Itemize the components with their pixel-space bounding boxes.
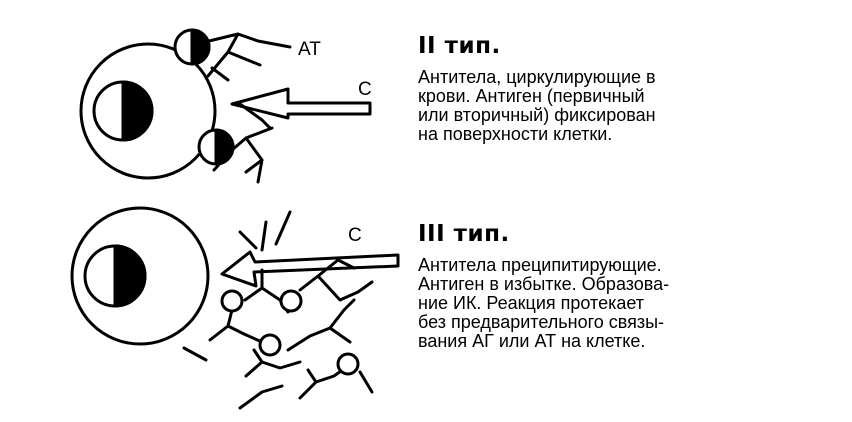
type-iii-label-c: С bbox=[348, 225, 362, 246]
type-ii-panel: II тип. Антитела, циркулирующие в крови.… bbox=[418, 32, 838, 144]
type-ii-label-c: С bbox=[358, 79, 372, 100]
type-iii-title: III тип. bbox=[418, 221, 510, 247]
type-ii-antibody-bottom bbox=[212, 126, 274, 184]
type-ii-illustration bbox=[79, 28, 372, 184]
type-iii-illustration bbox=[70, 206, 400, 410]
type-ii-title: II тип. bbox=[418, 33, 501, 59]
type-ii-label-at: АТ bbox=[298, 39, 321, 60]
type-iii-immune-complex bbox=[182, 210, 374, 410]
type-ii-antibody-top bbox=[206, 32, 292, 78]
type-iii-description: Антитела преципитирующие. Антиген в избы… bbox=[418, 255, 670, 351]
type-ii-antigen-bottom bbox=[197, 128, 235, 166]
type-ii-complement-arrow bbox=[230, 87, 372, 120]
type-ii-antigen-top bbox=[173, 28, 211, 66]
type-iii-cell-nucleus bbox=[83, 244, 147, 308]
type-iii-complement-arrow bbox=[220, 250, 400, 288]
type-iii-panel: III тип. Антитела преципитирующие. Антиг… bbox=[418, 220, 838, 351]
type-ii-description: Антитела, циркулирующие в крови. Антиген… bbox=[418, 67, 656, 144]
type-ii-cell-nucleus bbox=[92, 80, 154, 142]
